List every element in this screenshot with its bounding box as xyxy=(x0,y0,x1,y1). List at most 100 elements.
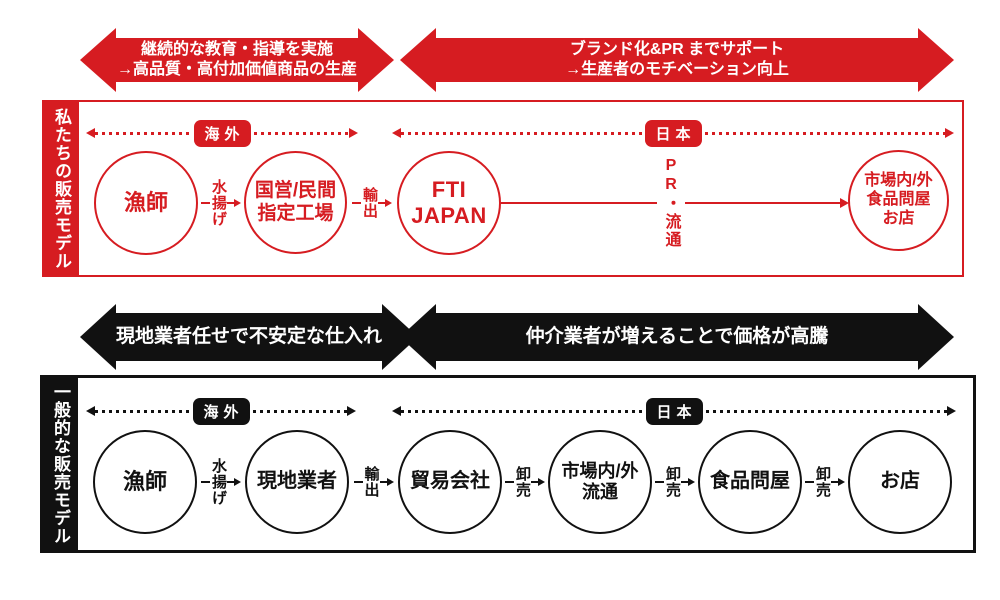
node-label-line2: 指定工場 xyxy=(257,202,334,224)
arrowhead-right-icon xyxy=(349,128,359,138)
arrowhead-left-icon xyxy=(392,406,401,416)
node-label-line3: お店 xyxy=(882,209,915,227)
arrowhead-right-icon xyxy=(947,406,957,416)
arrowhead-right-icon xyxy=(918,28,954,92)
node-fisherman: 漁師 xyxy=(93,430,197,534)
node-label-line1: 市場内/外 xyxy=(561,460,639,481)
arrowhead-right-icon xyxy=(385,199,392,207)
node-label: 貿易会社 xyxy=(410,470,490,493)
arrowhead-right-icon xyxy=(688,478,695,486)
region-badge-japan: 日本 xyxy=(645,397,703,425)
our-model-banner-education: 継続的な教育・指導を実施 →高品質・高付加価値商品の生産 xyxy=(80,28,394,92)
arrowhead-left-icon xyxy=(80,28,116,92)
connector-line xyxy=(353,481,363,483)
region-badge-overseas: 海外 xyxy=(192,397,250,425)
node-label-line2: JAPAN xyxy=(411,203,487,228)
region-badge-overseas: 海外 xyxy=(193,119,251,147)
connector-label: 輸出 xyxy=(361,187,378,219)
connector-wholesale-2: 卸売 xyxy=(651,442,699,522)
node-fti-japan: FTI JAPAN xyxy=(397,151,501,255)
banner-line1: 仲介業者が増えることで価格が高騰 xyxy=(525,326,829,347)
arrowhead-left-icon xyxy=(392,128,401,138)
banner-line2: →生産者のモチベーション向上 xyxy=(565,61,789,78)
our-model-japan-region-arrow: 日本 xyxy=(392,119,955,147)
node-label: 漁師 xyxy=(123,190,168,216)
arrowhead-right-icon xyxy=(945,128,955,138)
connector-line xyxy=(831,481,838,483)
connector-label: 水揚げ xyxy=(210,458,227,506)
node-label-line1: 市場内/外 xyxy=(864,172,933,190)
connector-label: 輸出 xyxy=(362,466,380,498)
connector-label: 卸売 xyxy=(514,466,531,498)
node-market-wholesaler-shop: 市場内/外 食品問屋 お店 xyxy=(848,150,949,251)
node-label-line2: 食品問屋 xyxy=(866,191,931,209)
connector-wholesale-1: 卸売 xyxy=(501,442,549,522)
arrowhead-left-icon xyxy=(400,28,436,92)
node-designated-factory: 国営/民間 指定工場 xyxy=(244,151,347,254)
node-market-distribution: 市場内/外 流通 xyxy=(548,430,652,534)
connector-line xyxy=(227,481,234,483)
general-model-banner-price-rise: 仲介業者が増えることで価格が高騰 xyxy=(400,304,954,370)
connector-line xyxy=(379,481,387,483)
general-model-overseas-region-arrow: 海外 xyxy=(86,397,357,425)
connector-line xyxy=(684,202,840,204)
arrowhead-right-icon xyxy=(538,478,545,486)
arrowhead-right-icon xyxy=(358,28,394,92)
arrowhead-right-icon xyxy=(234,478,241,486)
connector-label: PR・流通 xyxy=(662,157,680,249)
connector-line xyxy=(378,202,385,204)
arrowhead-left-icon xyxy=(400,304,436,370)
node-label-line1: FTI xyxy=(431,177,467,203)
our-model-banner-branding: ブランド化&PR までサポート →生産者のモチベーション向上 xyxy=(400,28,954,92)
arrowhead-left-icon xyxy=(86,406,95,416)
dotted-line xyxy=(252,409,348,413)
dotted-line xyxy=(401,409,643,413)
banner-text: 継続的な教育・指導を実施 →高品質・高付加価値商品の生産 xyxy=(116,38,358,82)
node-label-line1: 国営/民間 xyxy=(254,180,337,202)
general-model-japan-region-arrow: 日本 xyxy=(392,397,957,425)
node-label: お店 xyxy=(880,470,920,493)
connector-wholesale-3: 卸売 xyxy=(801,442,849,522)
connector-line xyxy=(655,481,664,483)
node-fisherman: 漁師 xyxy=(94,151,198,255)
connector-line xyxy=(352,202,361,204)
banner-text: 仲介業者が増えることで価格が高騰 xyxy=(436,313,918,361)
our-model-sidebar-label: 私たちの販売モデル xyxy=(44,102,79,275)
connector-landing: 水揚げ xyxy=(197,163,245,243)
dotted-line xyxy=(253,131,350,135)
arrowhead-right-icon xyxy=(386,478,394,486)
arrowhead-right-icon xyxy=(918,304,954,370)
general-model-sidebar-label: 一般的な販売モデル xyxy=(43,378,78,550)
connector-export: 輸出 xyxy=(347,163,397,243)
connector-line xyxy=(681,481,688,483)
arrowhead-left-icon xyxy=(86,128,95,138)
banner-line1: 現地業者任せで不安定な仕入れ xyxy=(116,326,383,347)
connector-export: 輸出 xyxy=(348,442,399,522)
connector-line xyxy=(531,481,538,483)
banner-text: ブランド化&PR までサポート →生産者のモチベーション向上 xyxy=(436,38,918,82)
dotted-line xyxy=(95,131,191,135)
arrowhead-right-icon xyxy=(234,199,241,207)
node-label-line2: 流通 xyxy=(582,482,618,502)
connector-label: 卸売 xyxy=(664,466,681,498)
arrowhead-right-icon xyxy=(347,406,357,416)
banner-text: 現地業者任せで不安定な仕入れ xyxy=(116,313,383,361)
node-label: 食品問屋 xyxy=(710,470,790,493)
node-label: 漁師 xyxy=(122,469,167,495)
dotted-line xyxy=(704,131,946,135)
our-model-overseas-region-arrow: 海外 xyxy=(86,119,359,147)
connector-label: 卸売 xyxy=(814,466,831,498)
connector-line xyxy=(805,481,814,483)
banner-line1: 継続的な教育・指導を実施 xyxy=(140,41,333,58)
banner-line2: →高品質・高付加価値商品の生産 xyxy=(116,61,357,78)
connector-line xyxy=(201,202,210,204)
dotted-line xyxy=(705,409,948,413)
connector-line xyxy=(505,481,514,483)
node-label: 現地業者 xyxy=(257,470,337,493)
arrowhead-left-icon xyxy=(80,304,116,370)
node-local-trader: 現地業者 xyxy=(245,430,349,534)
connector-label: 水揚げ xyxy=(210,179,227,227)
connector-landing: 水揚げ xyxy=(196,442,246,522)
banner-line1: ブランド化&PR までサポート xyxy=(569,41,785,58)
